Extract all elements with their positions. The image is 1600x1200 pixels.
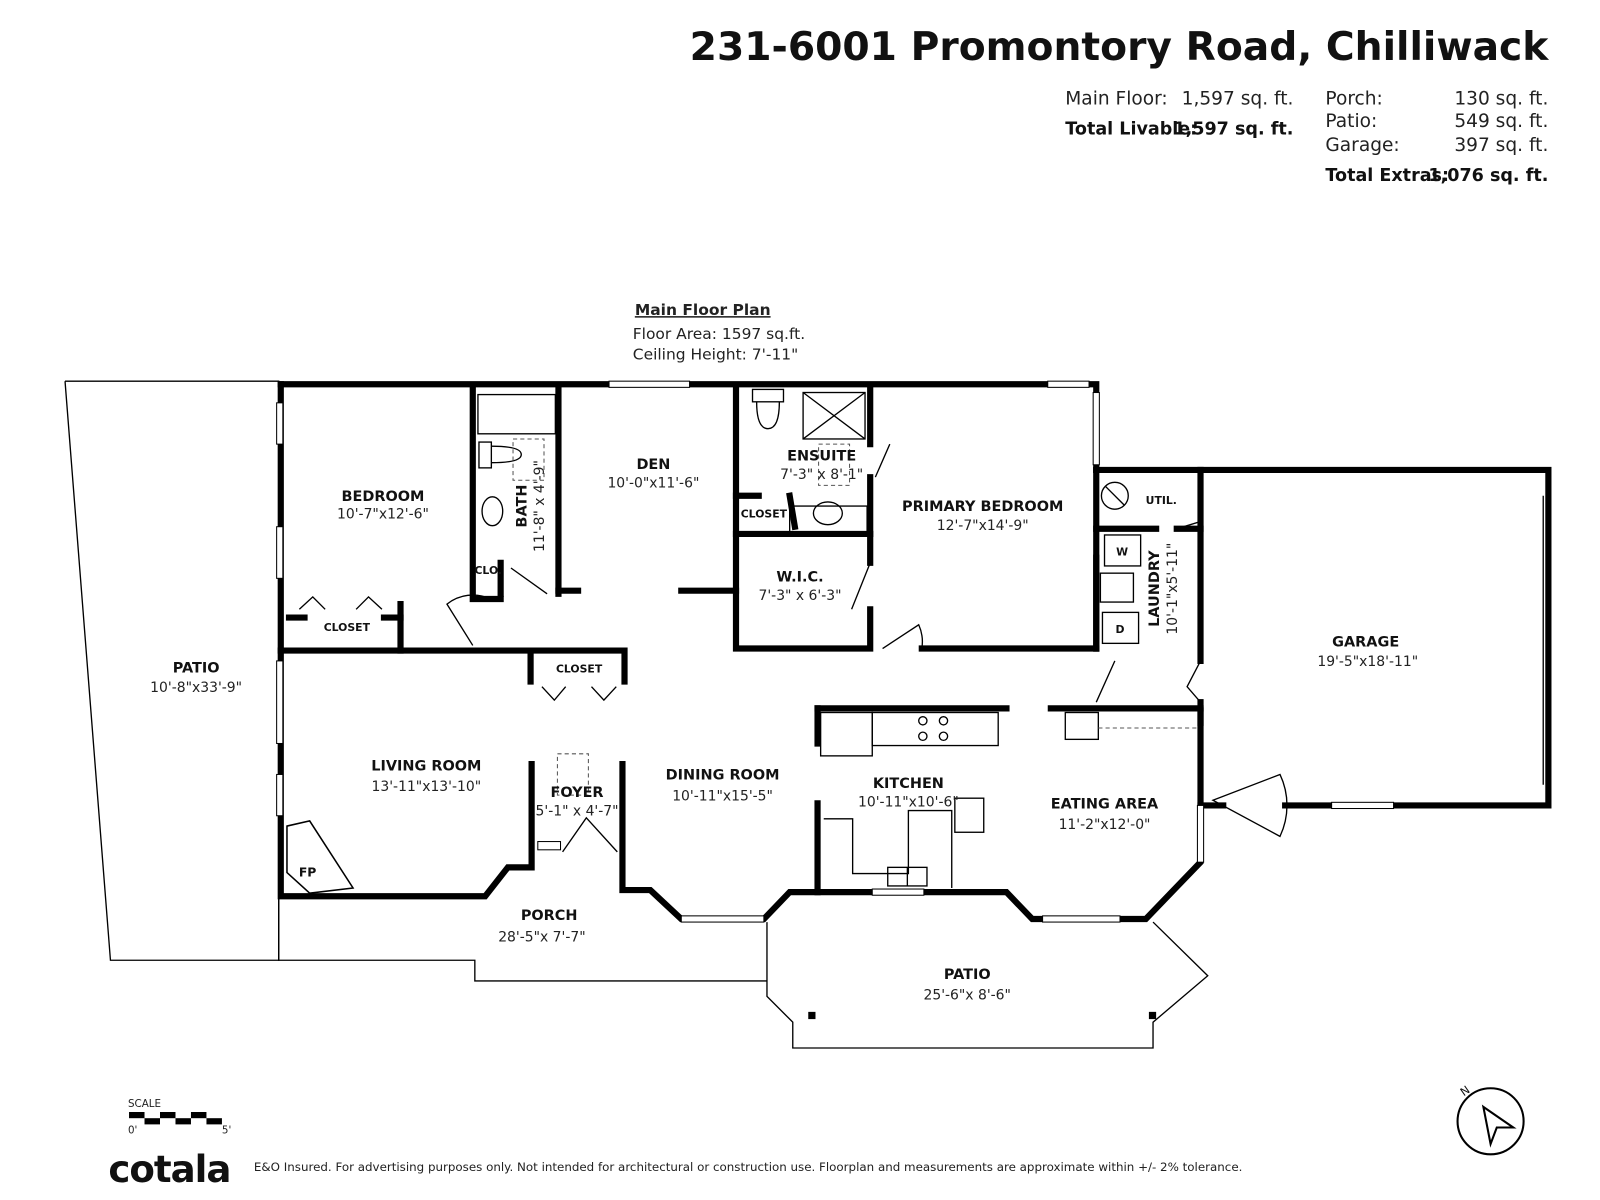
walls — [277, 381, 1552, 923]
porch-dims: 28'-5"x 7'-7" — [498, 930, 585, 946]
ensuite-sink — [812, 501, 843, 526]
dining-room-name: DINING ROOM — [666, 768, 780, 784]
eating-counter — [1064, 711, 1099, 741]
total-extras-label: Total Extras: — [1325, 166, 1449, 186]
ensuite-toilet-bowl — [755, 401, 781, 430]
garage-label: Garage: — [1325, 135, 1399, 156]
main-floor-value: 1,597 sq. ft. — [1182, 89, 1294, 110]
primary-bedroom-dims: 12'-7"x14'-9" — [937, 518, 1029, 534]
garage-dims: 19'-5"x18'-11" — [1317, 654, 1418, 670]
fireplace-label: FP — [299, 866, 317, 880]
plan-ceiling-height: Ceiling Height: 7'-11" — [633, 345, 799, 363]
total-extras-value: 1,076 sq. ft. — [1428, 166, 1548, 186]
bedroom-dims: 10'-7"x12'-6" — [337, 506, 429, 522]
plan-floor-area: Floor Area: 1597 sq.ft. — [633, 325, 805, 343]
bathtub — [477, 393, 557, 435]
bath-dims: 11'-8" x 4'-9" — [532, 460, 548, 552]
exterior-outlines — [64, 380, 1209, 1049]
patio-post — [808, 1011, 816, 1020]
laundry-sink — [1099, 572, 1135, 603]
garage-door-swing — [1211, 773, 1288, 838]
foyer-dims: 5'-1" x 4'-7" — [536, 804, 619, 820]
porch-outline — [278, 898, 767, 982]
north-arrow-icon: N — [1456, 1083, 1525, 1156]
rear-patio-name: PATIO — [944, 967, 991, 983]
bath-closet-label: CLO. — [474, 564, 502, 577]
laundry-dims: 10'-1"x5'-11" — [1165, 543, 1181, 635]
porch-label: Porch: — [1325, 89, 1382, 110]
area-summary: Main Floor: 1,597 sq. ft. Total Livable:… — [1065, 89, 1548, 186]
windows — [276, 380, 1395, 923]
shower — [802, 391, 866, 440]
wic-dims: 7'-3" x 6'-3" — [758, 588, 841, 604]
kitchen-dims: 10'-11"x10'-6" — [858, 794, 959, 810]
fixtures — [286, 388, 1544, 894]
washer — [1103, 534, 1142, 567]
fireplace — [286, 820, 355, 894]
cotala-logo: cotala — [108, 1148, 230, 1191]
laundry-name: LAUNDRY — [1147, 550, 1163, 627]
wic-name: W.I.C. — [776, 569, 823, 585]
doors — [298, 443, 1202, 853]
scale-start: 0' — [128, 1125, 137, 1137]
scale-label: SCALE — [128, 1098, 161, 1110]
room-labels: BEDROOM 10'-7"x12'-6" BATH 11'-8" x 4'-9… — [150, 449, 1418, 1004]
den-name: DEN — [636, 457, 670, 473]
util-name: UTIL. — [1146, 494, 1177, 507]
porch-name: PORCH — [521, 908, 578, 924]
bath-toilet — [478, 441, 493, 469]
garage-name: GARAGE — [1332, 634, 1399, 650]
rear-patio-dims: 25'-6"x 8'-6" — [923, 987, 1010, 1003]
scale-bar: SCALE 0' 5' — [128, 1098, 231, 1137]
dining-room-dims: 10'-11"x15'-5" — [672, 788, 773, 804]
den-dims: 10'-0"x11'-6" — [607, 475, 699, 491]
scale-end: 5' — [222, 1125, 231, 1137]
eating-area-name: EATING AREA — [1051, 797, 1159, 813]
property-address-title: 231-6001 Promontory Road, Chilliwack — [690, 25, 1550, 70]
foyer-name: FOYER — [551, 785, 604, 801]
dryer-label: D — [1116, 623, 1125, 636]
bath-toilet-bowl — [491, 445, 522, 464]
patio-post — [1148, 1011, 1157, 1020]
cooktop-icon — [918, 715, 949, 742]
living-room-name: LIVING ROOM — [371, 758, 481, 774]
disclaimer-text: E&O Insured. For advertising purposes on… — [254, 1160, 1242, 1174]
side-patio-dims: 10'-8"x33'-9" — [150, 680, 242, 696]
bath-sink — [481, 496, 504, 527]
ensuite-dims: 7'-3" x 8'-1" — [780, 467, 863, 483]
total-livable-value: 1,597 sq. ft. — [1173, 119, 1293, 139]
total-livable-label: Total Livable: — [1065, 119, 1197, 139]
ensuite-toilet — [751, 388, 785, 403]
patio-value: 549 sq. ft. — [1454, 111, 1548, 132]
kitchen-island — [823, 809, 953, 888]
side-patio-name: PATIO — [173, 660, 220, 676]
garage-value: 397 sq. ft. — [1454, 135, 1548, 156]
dryer — [1101, 611, 1140, 645]
living-room-dims: 13'-11"x13'-10" — [372, 779, 482, 795]
ensuite-name: ENSUITE — [787, 449, 856, 465]
hall-closet-label: CLOSET — [556, 662, 603, 675]
dishwasher — [954, 797, 985, 833]
primary-bedroom-name: PRIMARY BEDROOM — [902, 499, 1063, 515]
main-floor-label: Main Floor: — [1065, 89, 1167, 110]
bedroom-closet-label: CLOSET — [324, 621, 371, 634]
plan-heading: Main Floor Plan — [635, 301, 771, 319]
patio-label: Patio: — [1325, 111, 1377, 132]
kitchen-name: KITCHEN — [873, 776, 944, 792]
washer-label: W — [1116, 546, 1128, 559]
bedroom-name: BEDROOM — [342, 489, 425, 505]
kitchen-counter — [871, 711, 999, 747]
fridge — [819, 711, 873, 757]
eating-area-dims: 11'-2"x12'-0" — [1059, 817, 1151, 833]
bath-name: BATH — [514, 485, 530, 528]
utility-meter-icon — [1100, 481, 1129, 510]
porch-value: 130 sq. ft. — [1454, 89, 1548, 110]
rear-patio-outline — [766, 921, 1209, 1049]
ensuite-closet-label: CLOSET — [741, 507, 788, 520]
